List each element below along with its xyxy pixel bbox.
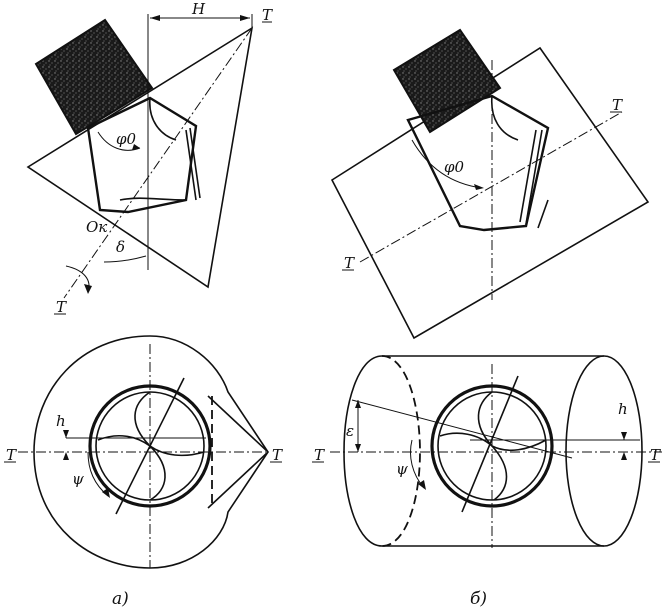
label-H: H bbox=[191, 0, 206, 18]
drill-axis-a bbox=[63, 27, 253, 299]
label-h-a: h bbox=[56, 412, 66, 430]
rotation-arrow bbox=[65, 265, 90, 293]
label-epsilon: ε bbox=[346, 422, 354, 440]
view-b-top: ε ψ h T T б) bbox=[312, 355, 662, 609]
label-T-left-b2: T bbox=[314, 446, 325, 464]
label-Ok: Oк bbox=[86, 218, 107, 236]
label-T-right-b: T bbox=[612, 96, 623, 114]
label-T-right-a: T bbox=[272, 446, 283, 464]
view-b-side: φ0 T T bbox=[330, 28, 650, 340]
plane-triangle-a bbox=[26, 26, 254, 289]
drill-circle-a bbox=[88, 384, 212, 508]
label-T-bottom-a: T bbox=[56, 298, 67, 316]
view-a-side: H T φ0 Oк δ T bbox=[26, 0, 273, 316]
label-delta: δ bbox=[116, 238, 125, 256]
label-T-right-b2: T bbox=[650, 446, 661, 464]
cylinder-left-end bbox=[343, 355, 383, 547]
label-phi0-b: φ0 bbox=[444, 158, 465, 176]
view-a-top: ψ h T T а) bbox=[4, 335, 283, 609]
label-phi0-a: φ0 bbox=[116, 130, 137, 148]
label-T-top-a: T bbox=[262, 6, 273, 24]
label-T-left-b: T bbox=[344, 254, 355, 272]
label-T-left-a: T bbox=[6, 446, 17, 464]
grinding-wheel-b bbox=[392, 28, 502, 134]
label-psi-b: ψ bbox=[396, 460, 408, 478]
label-h-b: h bbox=[618, 400, 628, 418]
inclined-axis-b bbox=[359, 111, 623, 263]
caption-a: а) bbox=[112, 589, 129, 609]
grinding-wheel-a bbox=[34, 18, 154, 136]
teardrop-outline-a bbox=[33, 335, 269, 569]
cylinder-right-end bbox=[565, 355, 643, 547]
label-psi-a: ψ bbox=[72, 470, 84, 488]
drill-circle-b bbox=[430, 384, 554, 508]
caption-b: б) bbox=[470, 589, 487, 609]
